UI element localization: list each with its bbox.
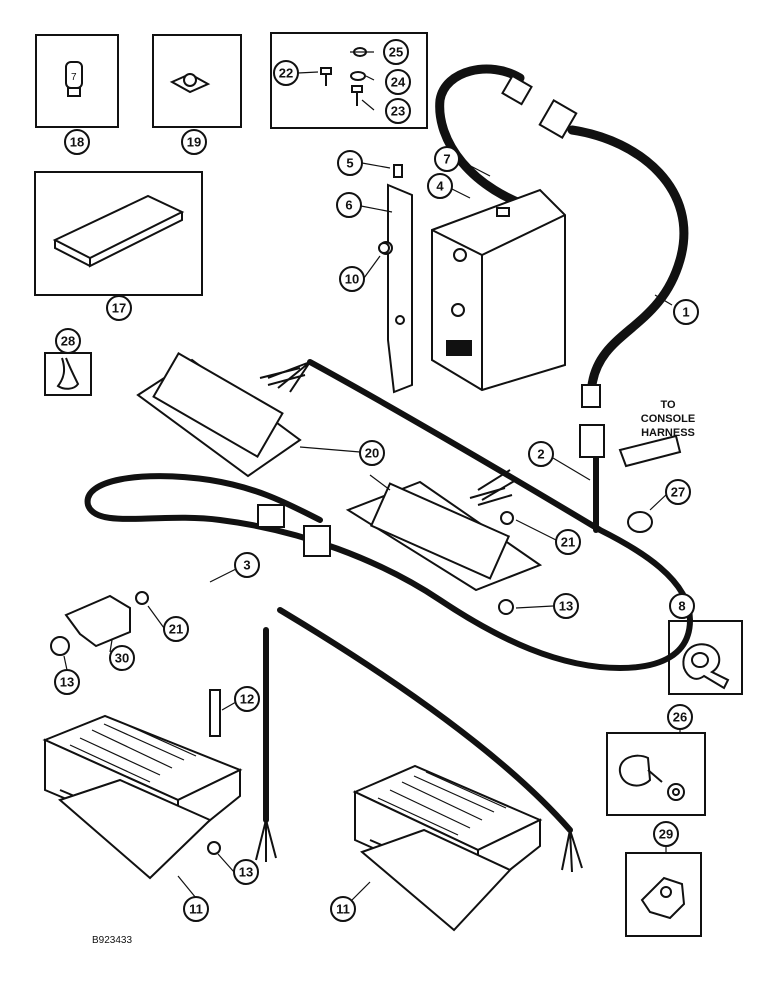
callout-23: 23 (385, 98, 411, 124)
callout-25: 25 (383, 39, 409, 65)
callout-19: 19 (181, 129, 207, 155)
svg-text:6: 6 (345, 198, 352, 213)
svg-text:18: 18 (70, 135, 84, 150)
callout-3: 3 (234, 552, 260, 578)
svg-text:12: 12 (240, 692, 254, 707)
svg-text:10: 10 (345, 272, 359, 287)
svg-text:23: 23 (391, 104, 405, 119)
svg-text:29: 29 (659, 827, 673, 842)
mounting-bracket-6 (379, 164, 413, 394)
callout-21-left: 21 (163, 616, 189, 642)
callout-22: 22 (273, 60, 299, 86)
callout-5: 5 (337, 150, 363, 176)
inset-box-17 (34, 171, 203, 296)
svg-text:HARNESS: HARNESS (641, 427, 695, 439)
heater-grill-11-right (352, 764, 543, 932)
svg-text:1: 1 (682, 305, 689, 320)
svg-text:21: 21 (169, 622, 183, 637)
svg-text:5: 5 (346, 156, 353, 171)
heater-grill-11-left (42, 689, 243, 880)
hose-1 (435, 64, 689, 390)
svg-text:24: 24 (391, 75, 406, 90)
svg-text:11: 11 (336, 902, 350, 917)
callout-28: 28 (55, 328, 81, 354)
leader-lines (63, 51, 691, 901)
cable-ends (255, 361, 583, 873)
svg-text:21: 21 (561, 535, 575, 550)
svg-text:19: 19 (187, 135, 201, 150)
bracket-30 (50, 242, 514, 656)
callout-6: 6 (336, 192, 362, 218)
svg-text:7: 7 (443, 152, 450, 167)
svg-text:26: 26 (673, 710, 687, 725)
callout-26: 26 (667, 704, 693, 730)
svg-text:4: 4 (436, 179, 444, 194)
svg-text:30: 30 (115, 651, 129, 666)
svg-text:3: 3 (243, 558, 250, 573)
inset-box-28 (44, 352, 92, 396)
svg-text:17: 17 (112, 301, 126, 316)
callout-24: 24 (385, 69, 411, 95)
inset-box-19 (152, 34, 242, 128)
callout-13-left: 13 (54, 669, 80, 695)
callout-8: 8 (669, 593, 695, 619)
control-box-4 (431, 188, 566, 392)
callout-13-lower: 13 (233, 859, 259, 885)
inset-box-22-25 (270, 32, 428, 129)
inset-box-29 (625, 852, 702, 937)
svg-text:25: 25 (389, 45, 403, 60)
svg-text:27: 27 (671, 485, 685, 500)
callout-11-left: 11 (183, 896, 209, 922)
connector-hose-end (501, 74, 682, 533)
callout-18: 18 (64, 129, 90, 155)
svg-text:7: 7 (71, 72, 77, 83)
inset-box-18: 7 (35, 34, 119, 128)
svg-text:11: 11 (189, 902, 203, 917)
svg-text:CONSOLE: CONSOLE (641, 413, 695, 425)
svg-text:20: 20 (365, 446, 379, 461)
callout-30: 30 (109, 645, 135, 671)
callout-10: 10 (339, 266, 365, 292)
figure-reference-code: B923433 (92, 935, 132, 946)
callout-21-right: 21 (555, 529, 581, 555)
inset-box-26 (606, 732, 706, 816)
svg-text:13: 13 (239, 865, 253, 880)
callout-17: 17 (106, 295, 132, 321)
harness-drop-right (277, 607, 573, 833)
svg-text:13: 13 (60, 675, 74, 690)
callout-1: 1 (673, 299, 699, 325)
callout-7: 7 (434, 146, 460, 172)
callout-11-right: 11 (330, 896, 356, 922)
svg-text:13: 13 (559, 599, 573, 614)
callout-29: 29 (653, 821, 679, 847)
note-console-harness: TO CONSOLE HARNESS (641, 399, 695, 439)
callout-4: 4 (427, 173, 453, 199)
inset-box-8 (668, 620, 743, 695)
svg-text:TO: TO (660, 399, 676, 411)
callout-13-right: 13 (553, 593, 579, 619)
svg-text:22: 22 (279, 66, 293, 81)
light-module-20-lower (257, 480, 543, 592)
callout-12: 12 (234, 686, 260, 712)
light-module-20-upper (136, 351, 306, 478)
svg-text:2: 2 (537, 447, 544, 462)
callout-2: 2 (528, 441, 554, 467)
harness-loop-3 (84, 359, 694, 672)
svg-text:8: 8 (678, 599, 685, 614)
svg-text:28: 28 (61, 334, 75, 349)
callout-20: 20 (359, 440, 385, 466)
callout-27: 27 (665, 479, 691, 505)
